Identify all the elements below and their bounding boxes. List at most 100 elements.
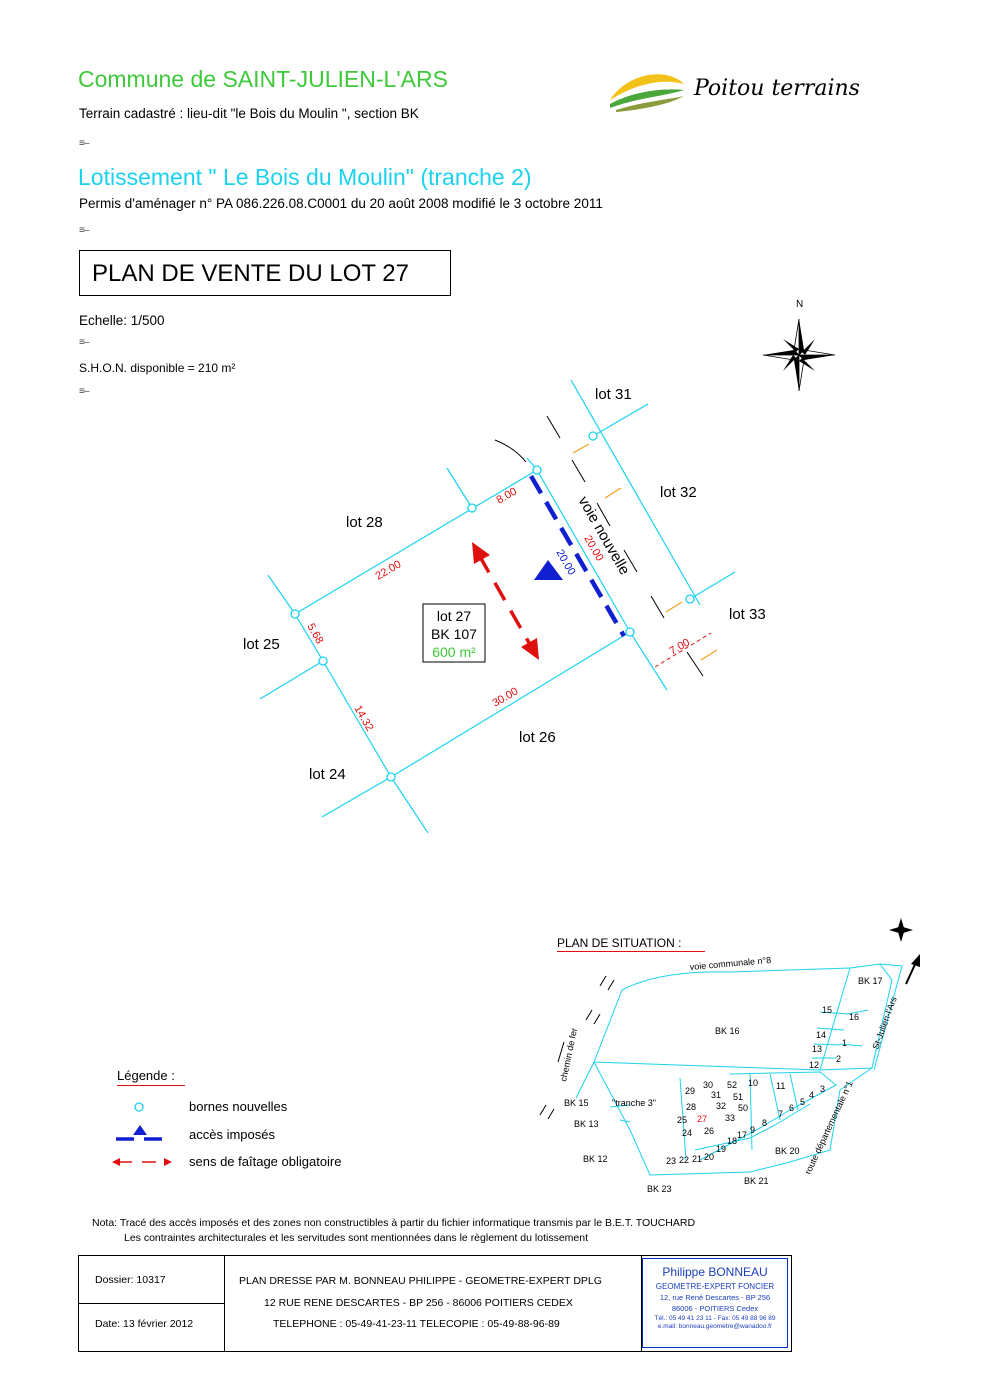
lot-24-label: lot 24 xyxy=(309,766,346,783)
commune-title: Commune de SAINT-JULIEN-L'ARS xyxy=(78,66,448,92)
svg-text:7: 7 xyxy=(778,1109,783,1119)
situation-underline xyxy=(557,951,705,952)
svg-text:16: 16 xyxy=(849,1012,859,1022)
access-triangle-icon xyxy=(534,560,563,580)
separator: ≡– xyxy=(79,337,89,348)
arrow-left-icon xyxy=(112,1158,120,1166)
svg-text:29: 29 xyxy=(685,1086,695,1096)
arrow-right-icon xyxy=(164,1158,172,1166)
lot-31-label: lot 31 xyxy=(595,386,632,403)
voie-communale: voie communale n°8 xyxy=(689,955,771,972)
svg-text:5: 5 xyxy=(800,1097,805,1107)
stamp-name: Philippe BONNEAU xyxy=(662,1265,768,1279)
svg-text:19: 19 xyxy=(716,1144,726,1154)
geometre-stamp: Philippe BONNEAU GEOMETRE-EXPERT FONCIER… xyxy=(642,1258,788,1348)
lot-27-area: 600 m² xyxy=(432,644,476,660)
legend-underline xyxy=(117,1085,185,1086)
stamp-title: GEOMETRE-EXPERT FONCIER xyxy=(655,1282,775,1291)
stamp-mail: e.mail: bonneau.geometre@wanadoo.fr xyxy=(657,1323,773,1330)
svg-text:BK 13: BK 13 xyxy=(574,1119,599,1129)
svg-text:14: 14 xyxy=(816,1030,826,1040)
svg-text:12: 12 xyxy=(809,1060,819,1070)
lot-27-ref: BK 107 xyxy=(431,626,477,642)
svg-text:4: 4 xyxy=(809,1090,814,1100)
svg-text:32: 32 xyxy=(716,1101,726,1111)
footer-line1: PLAN DRESSE PAR M. BONNEAU PHILIPPE - GE… xyxy=(239,1275,602,1287)
svg-text:50: 50 xyxy=(738,1103,748,1113)
svg-text:8: 8 xyxy=(762,1118,767,1128)
svg-text:31: 31 xyxy=(711,1090,721,1100)
svg-text:6: 6 xyxy=(789,1103,794,1113)
svg-text:BK 16: BK 16 xyxy=(715,1026,740,1036)
legend-title: Légende : xyxy=(117,1068,175,1083)
legend-bornes: bornes nouvelles xyxy=(189,1099,288,1114)
lot-32-label: lot 32 xyxy=(660,484,697,501)
svg-text:9: 9 xyxy=(750,1125,755,1135)
stamp-city: 86006 - POITIERS Cedex xyxy=(671,1304,759,1313)
compass-rose-icon xyxy=(762,318,836,392)
svg-text:27: 27 xyxy=(697,1114,707,1124)
legend-faitage: sens de faîtage obligatoire xyxy=(189,1154,342,1169)
dossier: Dossier: 10317 xyxy=(95,1274,166,1286)
dim-30: 30.00 xyxy=(491,685,521,709)
logo-text: Poitou terrains xyxy=(694,76,860,101)
svg-text:26: 26 xyxy=(704,1126,714,1136)
situation-map: voie communale n°8 chemin de fer route d… xyxy=(539,954,920,1194)
situation-title: PLAN DE SITUATION : xyxy=(557,936,682,950)
svg-text:3: 3 xyxy=(820,1084,825,1094)
lot-33-label: lot 33 xyxy=(729,606,766,623)
svg-text:28: 28 xyxy=(686,1102,696,1112)
lot-25-label: lot 25 xyxy=(243,636,280,653)
legend-symbols xyxy=(112,1102,172,1166)
footer-cartouche: Dossier: 10317 Date: 13 février 2012 PLA… xyxy=(78,1255,792,1352)
svg-text:2: 2 xyxy=(836,1054,841,1064)
svg-text:21: 21 xyxy=(692,1154,702,1164)
svg-text:18: 18 xyxy=(727,1136,737,1146)
echelle: Echelle: 1/500 xyxy=(79,313,165,328)
svg-text:33: 33 xyxy=(725,1113,735,1123)
svg-text:25: 25 xyxy=(677,1115,687,1125)
dim-14-32: 14.32 xyxy=(351,704,375,734)
svg-text:BK 17: BK 17 xyxy=(858,976,883,986)
stamp-tel: Tél.: 05 49 41 23 11 - Fax: 05 49 88 96 … xyxy=(654,1315,776,1322)
chemin-fer: chemin de fer xyxy=(558,1027,579,1082)
svg-text:BK 20: BK 20 xyxy=(775,1146,800,1156)
svg-text:30: 30 xyxy=(703,1080,713,1090)
svg-text:15: 15 xyxy=(822,1005,832,1015)
direction-label: St-Julien-l'Ars xyxy=(870,995,898,1051)
date: Date: 13 février 2012 xyxy=(95,1318,194,1330)
separator: ≡– xyxy=(79,138,89,149)
dim-5-68: 5.68 xyxy=(304,622,325,647)
svg-text:52: 52 xyxy=(727,1080,737,1090)
dim-22: 22.00 xyxy=(374,558,404,582)
shon: S.H.O.N. disponible = 210 m² xyxy=(79,361,236,375)
page-title: PLAN DE VENTE DU LOT 27 xyxy=(79,250,451,296)
tranche-3: "tranche 3" xyxy=(612,1098,656,1108)
svg-text:BK 15: BK 15 xyxy=(564,1098,589,1108)
separator: ≡– xyxy=(79,386,89,397)
dim-8: 8.00 xyxy=(495,485,520,506)
svg-text:24: 24 xyxy=(682,1128,692,1138)
svg-text:20: 20 xyxy=(704,1152,714,1162)
svg-text:23: 23 xyxy=(666,1156,676,1166)
separator: ≡– xyxy=(79,225,89,236)
lot-27-name: lot 27 xyxy=(437,608,471,624)
stamp-addr: 12, rue René Descartes - BP 256 xyxy=(659,1293,771,1302)
terrain-text: Terrain cadastré : lieu-dit "le Bois du … xyxy=(79,106,419,121)
small-compass-icon xyxy=(889,918,913,942)
note-line1: Nota: Tracé des accès imposés et des zon… xyxy=(92,1217,696,1229)
permis-text: Permis d'aménager n° PA 086.226.08.C0001… xyxy=(79,196,603,211)
svg-text:1: 1 xyxy=(842,1038,847,1048)
access-triangle-icon xyxy=(133,1125,147,1135)
svg-text:51: 51 xyxy=(733,1092,743,1102)
svg-text:13: 13 xyxy=(812,1044,822,1054)
svg-text:22: 22 xyxy=(679,1155,689,1165)
svg-text:BK 21: BK 21 xyxy=(744,1176,769,1186)
direction-arrow-icon xyxy=(911,954,920,967)
borne-icon xyxy=(134,1102,144,1112)
svg-text:BK 23: BK 23 xyxy=(647,1184,672,1194)
legend-acces: accès imposés xyxy=(189,1127,275,1142)
lot-28-label: lot 28 xyxy=(346,514,383,531)
footer-line3: TELEPHONE : 05-49-41-23-11 TELECOPIE : 0… xyxy=(273,1318,560,1330)
logo-swoosh-icon xyxy=(610,74,684,112)
